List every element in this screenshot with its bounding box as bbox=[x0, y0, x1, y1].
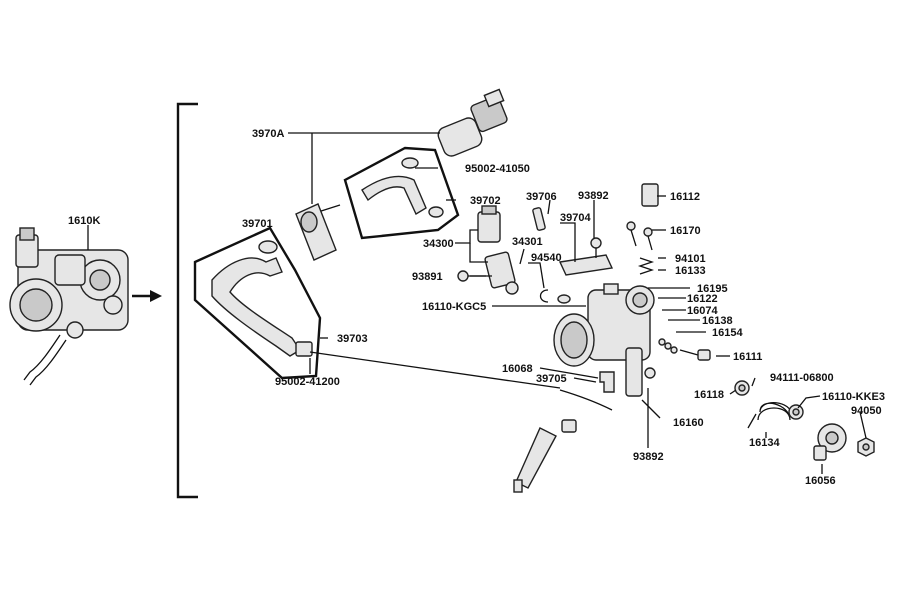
label-16195: 16195 bbox=[697, 283, 728, 295]
label-95002-41200: 95002-41200 bbox=[275, 376, 340, 388]
hose-39702-outline bbox=[343, 146, 460, 240]
label-34300: 34300 bbox=[423, 238, 454, 250]
label-93892-bottom: 93892 bbox=[633, 451, 664, 463]
label-16110-kke3: 16110-KKE3 bbox=[822, 391, 885, 403]
leader-lines bbox=[87, 132, 867, 474]
washer-16118-drawing bbox=[734, 380, 750, 396]
label-16112: 16112 bbox=[670, 191, 700, 203]
label-1610k: 1610K bbox=[68, 215, 100, 227]
label-39705: 39705 bbox=[536, 373, 567, 385]
map-sensor-drawing bbox=[477, 205, 519, 295]
arrow-hose-to-body bbox=[309, 351, 561, 389]
transition-arrow-head bbox=[150, 290, 162, 302]
label-16133: 16133 bbox=[675, 265, 706, 277]
label-16138: 16138 bbox=[702, 315, 733, 327]
label-94111-06800: 94111-06800 bbox=[770, 372, 834, 384]
label-34301: 34301 bbox=[512, 236, 543, 248]
label-39704: 39704 bbox=[560, 212, 591, 224]
label-16160: 16160 bbox=[673, 417, 704, 429]
label-16068: 16068 bbox=[502, 363, 533, 375]
nut-94050-drawing bbox=[857, 437, 875, 457]
label-94101: 94101 bbox=[675, 253, 706, 265]
clip-94540-drawing bbox=[539, 289, 571, 304]
label-16134: 16134 bbox=[749, 437, 780, 449]
label-94050: 94050 bbox=[851, 405, 882, 417]
label-39702: 39702 bbox=[470, 195, 501, 207]
spring-94101-drawing bbox=[637, 257, 655, 275]
screws-16170-drawing bbox=[626, 221, 653, 251]
label-39706: 39706 bbox=[526, 191, 557, 203]
assembled-throttle-body-drawing bbox=[9, 227, 129, 386]
hose-39702-drawing bbox=[361, 157, 444, 218]
elbow-39705-drawing bbox=[599, 371, 615, 393]
arrow-to-hose-39702 bbox=[317, 204, 341, 213]
label-94540: 94540 bbox=[531, 252, 562, 264]
spring-16134-drawing bbox=[747, 402, 793, 429]
label-93891: 93891 bbox=[412, 271, 443, 283]
label-16110-kgc5: 16110-KGC5 bbox=[422, 301, 486, 313]
label-16111: 16111 bbox=[733, 351, 762, 363]
label-95002-41050: 95002-41050 bbox=[465, 163, 530, 175]
part-labels: 1610K 3970A 95002-41050 39702 39706 9389… bbox=[68, 128, 885, 487]
label-16056: 16056 bbox=[805, 475, 836, 487]
idle-air-valve-drawing bbox=[437, 88, 508, 157]
idle-screw-parts-drawing bbox=[658, 338, 711, 361]
collar-39701-drawing bbox=[295, 203, 337, 261]
throttle-body-16110-kgc5-drawing bbox=[553, 283, 656, 397]
washer-94111-drawing bbox=[788, 404, 804, 420]
label-16170: 16170 bbox=[670, 225, 701, 237]
label-3970a: 3970A bbox=[252, 128, 284, 140]
cap-16112-drawing bbox=[641, 183, 659, 207]
link-39704-drawing bbox=[558, 237, 614, 276]
label-39703: 39703 bbox=[337, 333, 368, 345]
label-16122: 16122 bbox=[687, 293, 718, 305]
throttle-cable-drawing bbox=[513, 389, 613, 493]
fitting-39706-drawing bbox=[532, 207, 546, 231]
label-93892-top: 93892 bbox=[578, 190, 609, 202]
label-16118: 16118 bbox=[694, 389, 724, 401]
label-39701: 39701 bbox=[242, 218, 273, 230]
hose-39703-drawing bbox=[211, 240, 313, 357]
label-16154: 16154 bbox=[712, 327, 743, 339]
exploded-view-bracket bbox=[176, 102, 198, 499]
drum-16056-drawing bbox=[813, 423, 847, 461]
label-16074: 16074 bbox=[687, 305, 718, 317]
hose-39703-outline bbox=[193, 226, 322, 380]
